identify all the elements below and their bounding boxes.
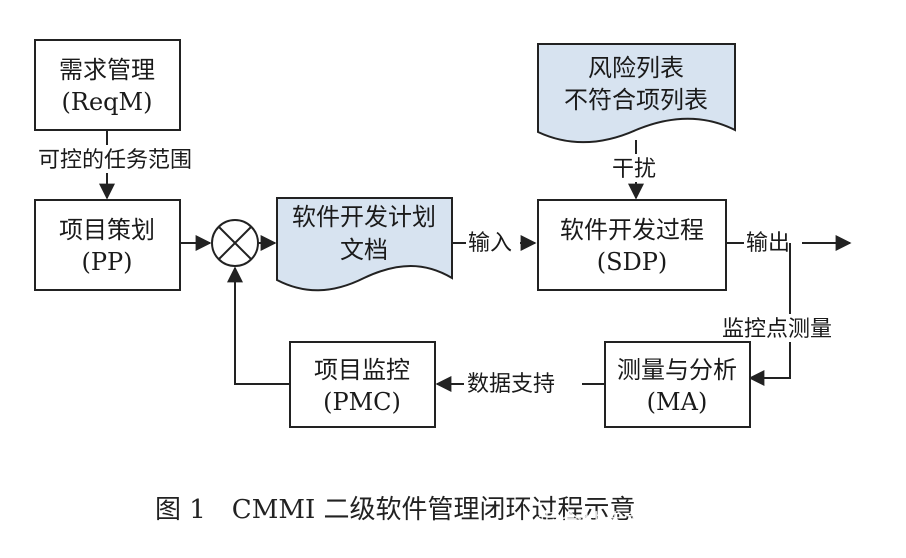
figure-caption: 图 1 CMMI 二级软件管理闭环过程示意 [155,495,635,525]
risk-to-sdp-label: 干扰 [612,157,656,182]
watermark-sub: CSDN @小熊coder [752,534,870,550]
sdp-output-label: 输出 [746,231,790,256]
reqm-to-pp-label: 可控的任务范围 [38,148,192,173]
sdp-to-ma-label: 监控点测量 [722,317,832,342]
sdp-to-ma-arrow [748,243,791,386]
risk-doc-title: 风险列表 [588,54,684,82]
pp-abbr: (PP) [81,248,132,276]
reqm-title: 需求管理 [59,56,155,84]
ma-node: 测量与分析 (MA) [604,341,751,428]
plan-doc-subtitle: 文档 [340,236,388,264]
plan-doc-node: 软件开发计划 文档 [276,197,453,292]
reqm-node: 需求管理 (ReqM) [34,39,181,131]
sdp-title: 软件开发过程 [560,216,704,244]
doc-to-sdp-label: 输入 [468,231,512,256]
sdp-node: 软件开发过程 (SDP) [537,199,727,291]
sdp-abbr: (SDP) [597,248,668,276]
ma-abbr: (MA) [647,388,708,416]
plan-doc-title: 软件开发计划 [292,203,436,231]
pmc-node: 项目监控 (PMC) [289,341,436,428]
pp-node: 项目策划 (PP) [34,199,181,291]
ma-title: 测量与分析 [617,356,737,384]
pp-title: 项目策划 [59,216,155,244]
pmc-title: 项目监控 [314,356,410,384]
pmc-to-junction-arrow [227,266,290,385]
pmc-abbr: (PMC) [323,388,401,416]
risk-doc-subtitle: 不符合项列表 [564,86,708,114]
risk-doc-node: 风险列表 不符合项列表 [537,43,736,144]
ma-to-pmc-label: 数据支持 [467,372,555,397]
reqm-abbr: (ReqM) [62,88,153,116]
watermark-main: 掘金技术社区 @ 机器学习之心AI [538,511,860,536]
summing-junction [211,219,259,267]
